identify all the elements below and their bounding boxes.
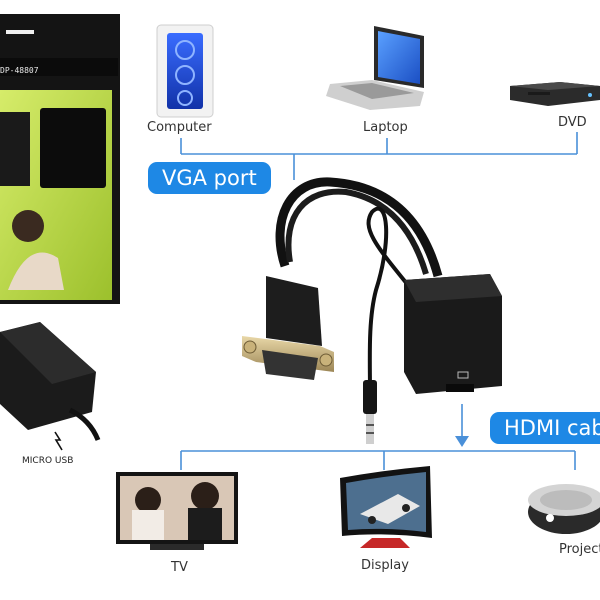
audio-jack bbox=[363, 380, 377, 444]
dvd-label: DVD bbox=[558, 115, 587, 130]
micro-usb-label: MICRO USB bbox=[22, 456, 74, 466]
hdmi-adapter-box bbox=[404, 274, 502, 394]
vga-plug bbox=[242, 276, 334, 380]
laptop-icon bbox=[326, 26, 424, 110]
bottom-connector-lines bbox=[180, 404, 576, 470]
projector-icon bbox=[528, 484, 600, 534]
lightning-icon bbox=[54, 431, 63, 451]
tv-icon bbox=[116, 472, 238, 550]
display-label: Display bbox=[361, 558, 409, 573]
tv-label: TV bbox=[171, 560, 188, 575]
hdmi-cable-badge: HDMI cable bbox=[490, 412, 600, 444]
vga-adapter-cable bbox=[242, 177, 502, 444]
computer-label: Computer bbox=[147, 120, 212, 135]
box-model-number: DP-48807 bbox=[0, 66, 39, 75]
display-monitor-icon bbox=[340, 466, 432, 548]
product-box bbox=[0, 14, 120, 304]
laptop-label: Laptop bbox=[363, 120, 408, 135]
projector-label: Projector bbox=[559, 542, 600, 557]
top-connector-lines bbox=[180, 132, 578, 180]
dvd-player-icon bbox=[510, 82, 600, 106]
computer-icon bbox=[156, 24, 214, 118]
adapter-side-view bbox=[0, 322, 101, 451]
vga-port-badge: VGA port bbox=[148, 162, 271, 194]
